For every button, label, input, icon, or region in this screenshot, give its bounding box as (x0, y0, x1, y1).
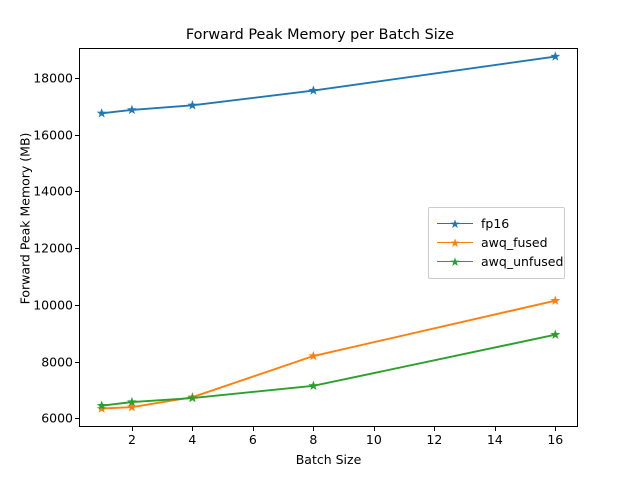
x-tick-mark (252, 427, 254, 431)
legend-label: awq_fused (481, 235, 548, 250)
x-tick-mark (555, 427, 557, 431)
y-tick-label: 8000 (41, 354, 73, 370)
x-tick-label: 12 (426, 432, 443, 447)
y-axis-label: Forward Peak Memory (MB) (17, 132, 33, 305)
y-tick-mark (75, 304, 79, 306)
y-tick-mark (75, 248, 79, 250)
legend-swatch-icon: ★ (437, 255, 473, 269)
y-tick-mark (75, 418, 79, 420)
x-tick-label: 4 (188, 432, 197, 447)
x-tick-mark (434, 427, 436, 431)
legend-label: awq_unfused (481, 254, 564, 269)
chart-title: Forward Peak Memory per Batch Size (185, 27, 455, 43)
x-axis-label: Batch Size (295, 452, 362, 467)
y-tick-label: 14000 (33, 183, 73, 199)
y-tick-label: 10000 (33, 297, 73, 313)
legend-swatch-icon: ★ (437, 217, 473, 231)
legend-label: fp16 (481, 216, 510, 231)
legend-item-awq_unfused[interactable]: ★ awq_unfused (437, 252, 563, 271)
y-tick-label: 16000 (33, 127, 73, 143)
y-tick-label: 18000 (33, 70, 73, 86)
x-tick-mark (494, 427, 496, 431)
x-tick-label: 2 (127, 432, 136, 447)
y-tick-mark (75, 134, 79, 136)
y-tick-label: 12000 (33, 240, 73, 256)
star-marker-icon: ★ (449, 235, 461, 250)
y-tick-mark (75, 77, 79, 79)
x-tick-label: 6 (248, 432, 257, 447)
x-tick-mark (313, 427, 315, 431)
star-marker-icon: ★ (449, 254, 461, 269)
x-tick-mark (192, 427, 194, 431)
legend-item-fp16[interactable]: ★ fp16 (437, 214, 556, 233)
x-tick-label: 8 (309, 432, 318, 447)
y-tick-mark (75, 191, 79, 193)
x-tick-label: 16 (547, 432, 564, 447)
legend-swatch-icon: ★ (437, 236, 473, 250)
y-tick-mark (75, 361, 79, 363)
x-tick-mark (373, 427, 375, 431)
star-marker-icon: ★ (449, 216, 461, 231)
x-tick-mark (131, 427, 133, 431)
chart-legend[interactable]: ★ fp16 ★ awq_fused ★ awq_unfused (428, 207, 565, 279)
y-tick-label: 6000 (41, 410, 73, 426)
x-tick-label: 14 (486, 432, 503, 447)
x-tick-label: 10 (365, 432, 382, 447)
legend-item-awq_fused[interactable]: ★ awq_fused (437, 233, 556, 252)
